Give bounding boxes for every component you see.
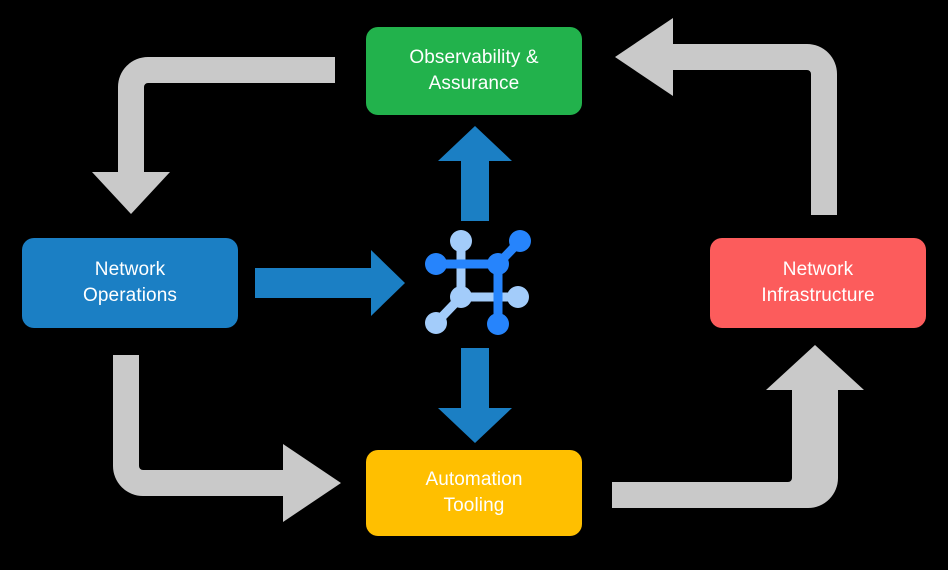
node-infrastructure-label: Network Infrastructure [761,258,875,306]
node-network-infrastructure[interactable]: Network Infrastructure [710,238,926,328]
node-operations-label: Network Operations [83,258,177,306]
arrow-infrastructure-to-observability [615,18,837,215]
node-observability-assurance[interactable]: Observability & Assurance [366,27,582,115]
arrow-center-to-observability [438,126,512,221]
arrow-operations-to-center [255,250,405,316]
node-observability-label: Observability & Assurance [409,46,539,94]
arrow-center-to-automation [438,348,512,443]
arrow-observability-to-operations [92,57,335,214]
node-network-operations[interactable]: Network Operations [22,238,238,328]
arrow-operations-to-automation [113,355,341,522]
node-automation-label: Automation Tooling [425,468,523,516]
arrow-automation-to-infrastructure [612,345,864,508]
node-automation-tooling[interactable]: Automation Tooling [366,450,582,536]
